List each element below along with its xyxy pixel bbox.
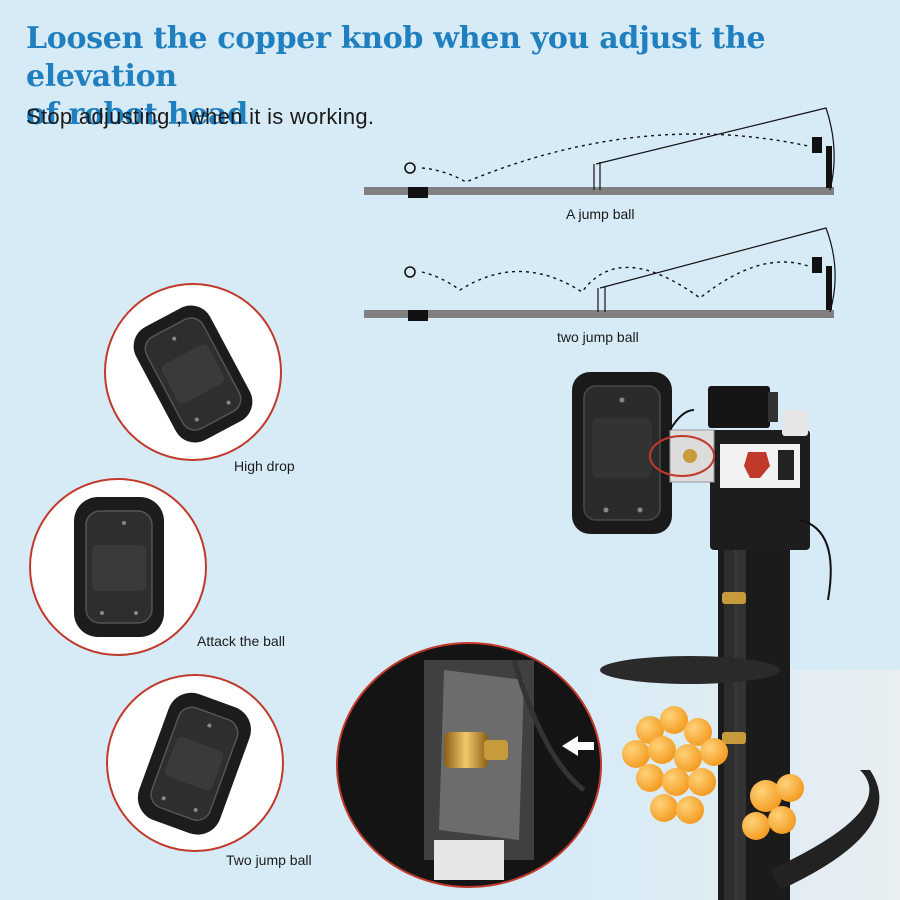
motor-box [708,386,770,428]
arrow-left-icon [562,736,594,756]
ball-icon [648,736,676,764]
robot-machine [572,372,900,900]
table-surface [364,310,834,318]
ball-icon [636,764,664,792]
ball-icon [404,162,416,174]
caption-two-jump: Two jump ball [226,852,312,868]
trajectory-caption-double: two jump ball [557,329,639,345]
robot-head-icon [133,305,253,443]
ball-icon [684,718,712,746]
robot-stand [826,146,832,188]
ball-icon [750,780,782,812]
head-angle-two-jump [106,674,284,852]
trajectory-diagram-double [364,227,836,321]
robot-stand [826,266,832,310]
table-marker [408,310,428,321]
caption-high-drop: High drop [234,458,295,474]
ball-icon [742,812,770,840]
ball-trajectory [421,133,809,183]
ball-icon [676,796,704,824]
copper-knob-icon [444,732,488,768]
head-angle-high-drop [104,283,282,461]
ball-icon [768,806,796,834]
ball-icon [662,768,690,796]
caption-attack: Attack the ball [197,633,285,649]
ball-icon [650,794,678,822]
title-line-1: Loosen the copper knob when you adjust t… [26,21,766,94]
trajectory-caption-single: A jump ball [566,206,635,222]
ball-tray [622,706,804,840]
robot-head-icon [812,257,822,273]
copper-knob-icon [722,592,746,604]
table-marker [408,187,428,198]
ball-icon [776,774,804,802]
ball-icon [660,706,688,734]
launch-angle-guide [599,227,836,313]
robot-head-icon [137,692,251,835]
robot-head-icon [812,137,822,153]
page-title: Loosen the copper knob when you adjust t… [26,20,886,134]
ball-trajectory [421,261,809,299]
ball-icon [674,744,702,772]
copper-knob-detail [336,642,602,888]
ball-icon [404,266,416,278]
copper-knob-icon [683,449,697,463]
title-line-2: of robot head [26,97,248,132]
ball-icon [622,740,650,768]
ball-icon [688,768,716,796]
table-surface [364,187,834,195]
robot-head-icon [74,497,164,637]
ball-icon [700,738,728,766]
head-angle-attack [29,478,207,656]
page-subtitle: Stop adjusting , when it is working. [26,104,375,129]
trajectory-diagram-single [364,107,835,198]
